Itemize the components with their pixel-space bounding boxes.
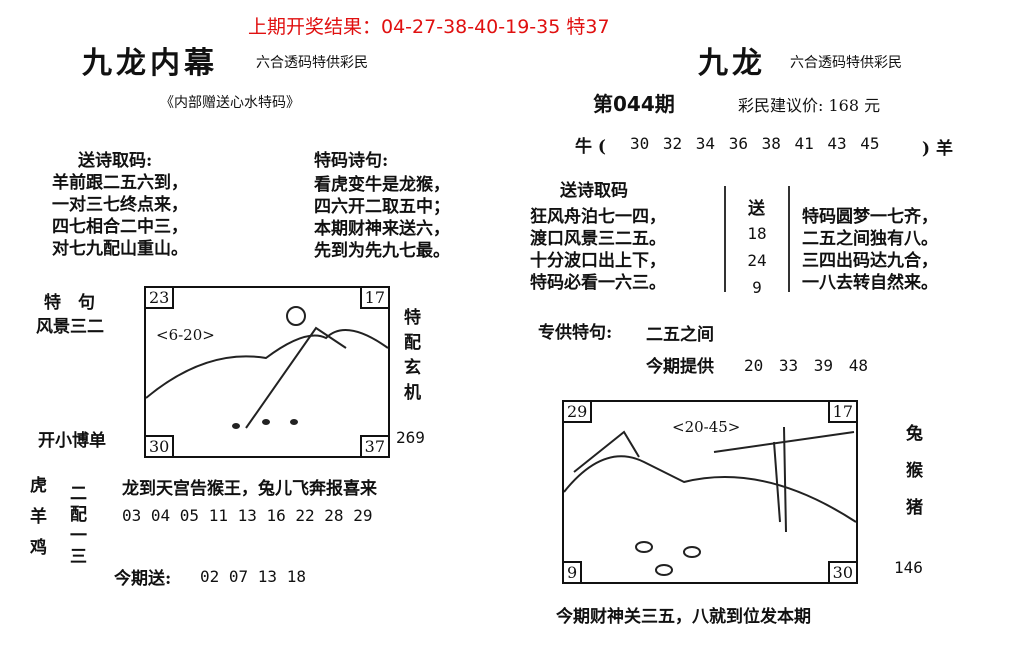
right-side-zodiacs: 兔猴猪 bbox=[902, 424, 922, 535]
box-num-bl: 9 bbox=[562, 561, 583, 584]
right-numbers: 30 32 34 36 38 41 43 45 bbox=[630, 134, 880, 153]
box-range: <20-45> bbox=[672, 418, 741, 436]
send-numbers: 18 24 9 bbox=[746, 220, 768, 301]
poem1: 羊前跟二五六到，一对三七终点来，四七相合二中三，对七九配山重山。 bbox=[52, 172, 188, 260]
right-poem2: 特码圆梦一七齐，二五之间独有八。三四出码达九合，一八去转自然来。 bbox=[802, 206, 938, 294]
poem-line: 二五之间独有八。 bbox=[802, 229, 938, 249]
left-title: 九龙内幕 bbox=[82, 46, 218, 81]
right-special-label: 专供特句: bbox=[538, 323, 613, 343]
poem-line: 三四出码达九合， bbox=[802, 251, 938, 271]
left-subtitle: 六合透码特供彩民 bbox=[256, 55, 368, 71]
range-suffix: ) 羊 bbox=[922, 139, 953, 159]
poem-line: 本期财神来送六， bbox=[314, 219, 450, 239]
provide-label: 今期提供 bbox=[646, 357, 714, 377]
last-result: 上期开奖结果：04-27-38-40-19-35 特37 bbox=[248, 16, 610, 38]
right-side-value: 146 bbox=[894, 558, 923, 577]
right-subtitle: 六合透码特供彩民 bbox=[790, 55, 902, 71]
right-image-box: 29 17 9 30 <20-45> bbox=[562, 400, 858, 584]
send-number: 18 bbox=[747, 224, 767, 243]
right-special-text: 二五之间 bbox=[646, 325, 714, 345]
send-number: 24 bbox=[747, 251, 767, 270]
poem-line: 四六开二取五中； bbox=[314, 197, 450, 217]
poem1-title: 送诗取码: bbox=[78, 151, 153, 171]
footer-verse: 今期财神关三五，八就到位发本期 bbox=[556, 607, 811, 627]
send-number: 9 bbox=[752, 278, 762, 297]
left-numbers: 03 04 05 11 13 16 22 28 29 bbox=[122, 506, 373, 525]
poem-line: 十分波口出上下， bbox=[530, 251, 666, 271]
box-num-tr: 17 bbox=[827, 400, 858, 423]
pair: 二配一三 bbox=[66, 484, 86, 568]
issue: 第044期 bbox=[593, 92, 675, 116]
poem2: 看虎变牛是龙猴，四六开二取五中；本期财神来送六，先到为先九七最。 bbox=[314, 174, 450, 262]
poem-line: 一对三七终点来， bbox=[52, 195, 188, 215]
right-poem-title: 送诗取码 bbox=[560, 181, 628, 201]
poem-line: 先到为先九七最。 bbox=[314, 241, 450, 261]
poem-line: 对七九配山重山。 bbox=[52, 239, 188, 259]
box-range: <6-20> bbox=[156, 326, 215, 344]
left-image-box: 23 17 30 37 <6-20> bbox=[144, 286, 390, 458]
special-text: 风景三二 bbox=[36, 317, 104, 337]
poem2-title: 特码诗句: bbox=[314, 151, 389, 171]
poem-line: 特码圆梦一七齐， bbox=[802, 207, 938, 227]
left-gift-caption: 《内部赠送心水特码》 bbox=[160, 95, 300, 111]
provide-numbers: 20 33 39 48 bbox=[744, 356, 868, 375]
box-num-bl: 30 bbox=[144, 435, 175, 458]
box-num-br: 37 bbox=[359, 435, 390, 458]
bet-label: 开小博单 bbox=[38, 431, 106, 451]
send-label: 送 bbox=[748, 199, 765, 219]
bet-value: 269 bbox=[396, 428, 425, 447]
divider bbox=[788, 186, 790, 292]
box-num-br: 30 bbox=[827, 561, 858, 584]
right-title: 九龙 bbox=[698, 46, 766, 81]
gift-numbers: 02 07 13 18 bbox=[200, 567, 306, 586]
poem-line: 渡口风景三二五。 bbox=[530, 229, 666, 249]
box-num-tr: 17 bbox=[359, 286, 390, 309]
range-prefix: 牛 ( bbox=[575, 137, 606, 157]
mountain-drawing bbox=[146, 306, 388, 429]
poem-line: 羊前跟二五六到， bbox=[52, 173, 188, 193]
poem-line: 特码必看一六三。 bbox=[530, 273, 666, 293]
poem-line: 看虎变牛是龙猴， bbox=[314, 175, 450, 195]
zodiacs: 虎羊鸡 bbox=[26, 476, 46, 569]
gift-label: 今期送: bbox=[114, 569, 172, 589]
box-num-tl: 23 bbox=[144, 286, 175, 309]
poem-line: 一八去转自然来。 bbox=[802, 273, 938, 293]
poem-line: 狂风舟泊七一四， bbox=[530, 207, 666, 227]
poem-line: 四七相合二中三， bbox=[52, 217, 188, 237]
right-poem: 狂风舟泊七一四，渡口风景三二五。十分波口出上下，特码必看一六三。 bbox=[530, 206, 666, 294]
divider bbox=[724, 186, 726, 292]
landscape-drawing bbox=[564, 426, 856, 576]
side-text: 特配玄机 bbox=[400, 308, 420, 408]
price: 彩民建议价: 168 元 bbox=[738, 96, 881, 115]
verse: 龙到天宫告猴王，兔儿飞奔报喜来 bbox=[122, 479, 377, 499]
box-num-tl: 29 bbox=[562, 400, 593, 423]
special-label: 特 句 bbox=[44, 293, 95, 313]
